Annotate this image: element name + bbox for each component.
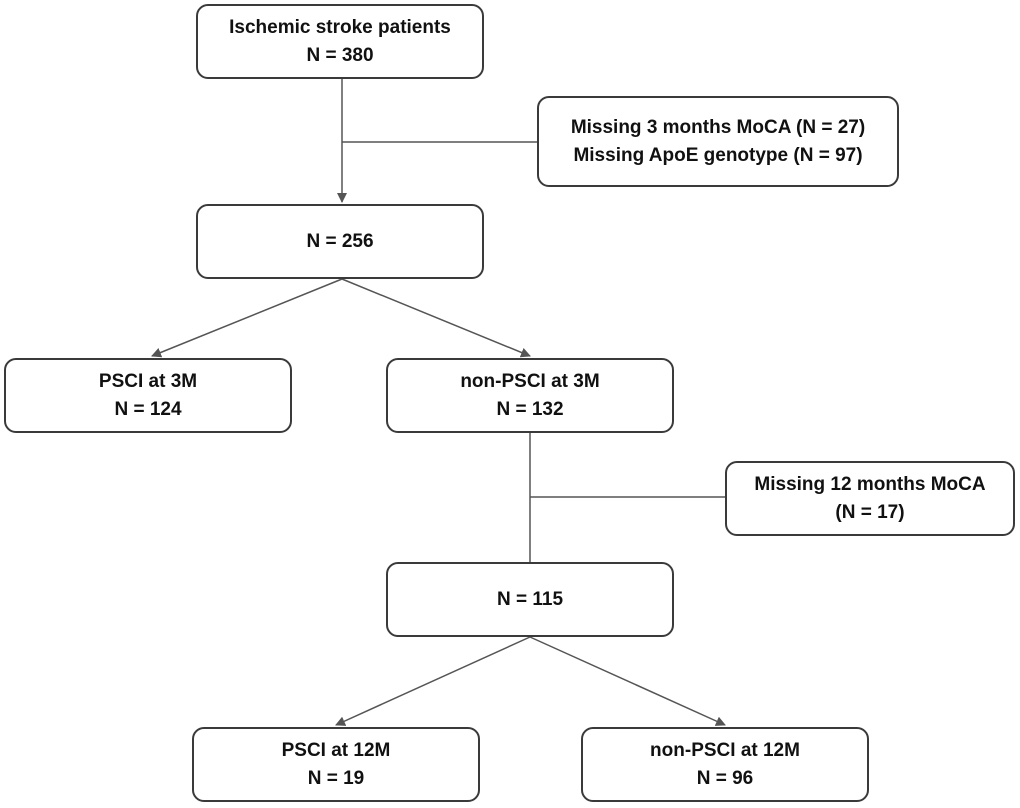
node-count: N = 256 — [306, 230, 374, 252]
exclusion-reason-apoe: Missing ApoE genotype (N = 97) — [573, 144, 863, 166]
node-title: non-PSCI at 12M — [650, 739, 800, 761]
node-non-psci-3m: non-PSCI at 3M N = 132 — [386, 358, 674, 433]
node-ischemic-stroke-patients: Ischemic stroke patients N = 380 — [196, 4, 484, 79]
node-n-115: N = 115 — [386, 562, 674, 637]
node-title: Ischemic stroke patients — [229, 16, 451, 38]
arrow-n115-to-non-psci-12m — [529, 636, 726, 726]
node-title: PSCI at 3M — [98, 370, 198, 392]
exclusion-count: (N = 17) — [835, 501, 905, 523]
exclusion-reason-moca: Missing 3 months MoCA (N = 27) — [570, 116, 866, 138]
node-count: N = 19 — [307, 767, 365, 789]
arrow-n115-to-psci-12m — [335, 636, 531, 726]
node-psci-3m: PSCI at 3M N = 124 — [4, 358, 292, 433]
node-count: N = 115 — [496, 588, 564, 610]
node-n-256: N = 256 — [196, 204, 484, 279]
arrow-n256-to-non-psci-3m — [341, 278, 531, 358]
node-count: N = 124 — [114, 398, 182, 420]
node-non-psci-12m: non-PSCI at 12M N = 96 — [581, 727, 869, 802]
arrow-n256-to-psci-3m — [151, 278, 343, 358]
exclusion-reason: Missing 12 months MoCA — [754, 473, 986, 495]
node-exclusion-3-months: Missing 3 months MoCA (N = 27) Missing A… — [537, 96, 899, 187]
node-psci-12m: PSCI at 12M N = 19 — [192, 727, 480, 802]
node-count: N = 96 — [696, 767, 754, 789]
node-count: N = 132 — [496, 398, 564, 420]
node-title: non-PSCI at 3M — [460, 370, 600, 392]
node-exclusion-12-months: Missing 12 months MoCA (N = 17) — [725, 461, 1015, 536]
node-title: PSCI at 12M — [281, 739, 391, 761]
node-count: N = 380 — [306, 44, 374, 66]
